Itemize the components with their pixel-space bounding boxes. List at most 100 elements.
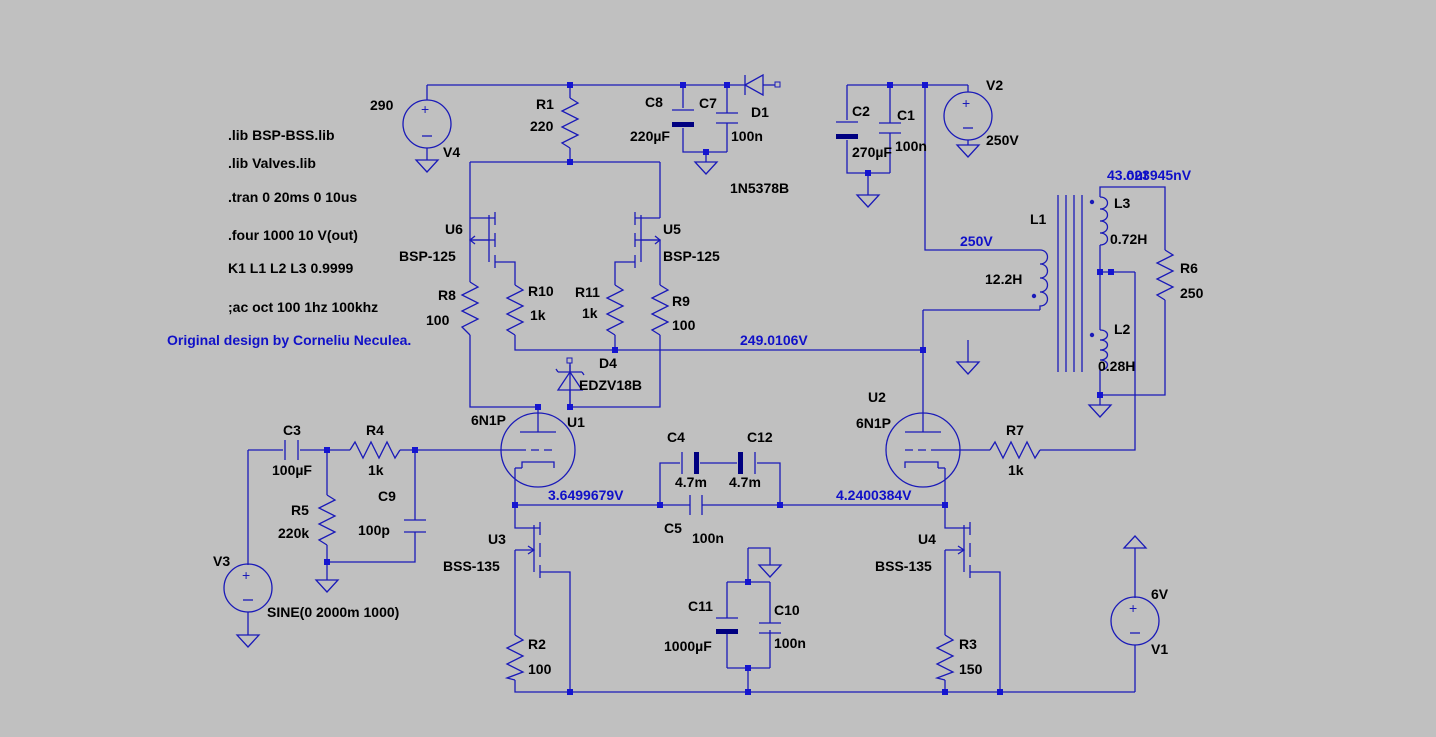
c3-value: 100µF <box>272 462 312 478</box>
v2-symbol: + <box>943 91 993 145</box>
v3-symbol: + <box>223 563 273 613</box>
u5-name: U5 <box>663 221 681 237</box>
u3-value: BSS-135 <box>443 558 500 574</box>
ground-icon <box>757 564 783 578</box>
v4-value: 290 <box>370 97 394 113</box>
node-voltage-u2-cathode: 4.2400384V <box>836 487 912 503</box>
u4-mosfet <box>945 522 971 578</box>
ground-icon <box>235 634 261 648</box>
u5-value: BSP-125 <box>663 248 720 264</box>
v1-symbol: + <box>1110 596 1160 646</box>
r1-name: R1 <box>536 96 554 112</box>
r4-value: 1k <box>368 462 384 478</box>
v2-value: 250V <box>986 132 1019 148</box>
r6-name: R6 <box>1180 260 1198 276</box>
r8-value: 100 <box>426 312 450 328</box>
d1-name: D1 <box>751 104 769 120</box>
directive-four: .four 1000 10 V(out) <box>228 227 358 243</box>
svg-text:+: + <box>421 101 429 117</box>
c1-value: 100n <box>895 138 927 154</box>
c11-value: 1000µF <box>664 638 712 654</box>
c4-name: C4 <box>667 429 685 445</box>
r6-value: 250 <box>1180 285 1204 301</box>
c5-name: C5 <box>664 520 682 536</box>
c7-symbol <box>716 112 738 124</box>
r2-value: 100 <box>528 661 552 677</box>
c5-value: 100n <box>692 530 724 546</box>
l1-name: L1 <box>1030 211 1047 227</box>
r7-name: R7 <box>1006 422 1024 438</box>
u2-name: U2 <box>868 389 886 405</box>
c1-symbol <box>879 122 901 134</box>
ground-icon <box>855 194 881 208</box>
c2-symbol <box>836 121 858 139</box>
d1-symbol <box>743 73 781 97</box>
r10-name: R10 <box>528 283 554 299</box>
d4-name: D4 <box>599 355 617 371</box>
c1-name: C1 <box>897 107 915 123</box>
d1-value: 1N5378B <box>730 180 789 196</box>
r3-body <box>934 634 955 681</box>
capacitors <box>284 109 901 634</box>
d4-symbol <box>555 357 585 407</box>
u3-name: U3 <box>488 531 506 547</box>
r6-body <box>1155 249 1175 301</box>
r3-name: R3 <box>959 636 977 652</box>
c10-symbol <box>759 622 781 634</box>
c12-value: 4.7m <box>729 474 761 490</box>
c2-name: C2 <box>852 103 870 119</box>
directive-tran: .tran 0 20ms 0 10us <box>228 189 357 205</box>
r10-value: 1k <box>530 307 546 323</box>
u6-mosfet <box>468 212 496 268</box>
u4-value: BSS-135 <box>875 558 932 574</box>
c10-name: C10 <box>774 602 800 618</box>
node-label-out: out <box>1126 167 1148 183</box>
r1-body <box>560 97 580 149</box>
l3-coil <box>1099 196 1109 246</box>
resistors <box>317 97 1175 681</box>
u5-mosfet <box>634 212 662 268</box>
c9-symbol <box>404 519 426 533</box>
c10-value: 100n <box>774 635 806 651</box>
node-voltage-u1-cathode: 3.6499679V <box>548 487 624 503</box>
r7-body <box>989 440 1041 460</box>
r10-body <box>505 284 525 336</box>
supply-arrow-icon <box>1122 535 1148 549</box>
c7-name: C7 <box>699 95 717 111</box>
c8-value: 220µF <box>630 128 670 144</box>
v2-name: V2 <box>986 77 1003 93</box>
grounds <box>235 144 1148 648</box>
r1-value: 220 <box>530 118 554 134</box>
d4-value: EDZV18B <box>579 377 642 393</box>
directive-coupling: K1 L1 L2 L3 0.9999 <box>228 260 354 276</box>
svg-text:+: + <box>1129 600 1137 616</box>
r9-value: 100 <box>672 317 696 333</box>
c9-name: C9 <box>378 488 396 504</box>
r8-name: R8 <box>438 287 456 303</box>
voltage-sources: + + + + <box>223 91 1160 646</box>
v1-value: 6V <box>1151 586 1169 602</box>
u3-mosfet <box>515 522 541 578</box>
ground-icon <box>314 579 340 593</box>
r5-body <box>317 494 337 546</box>
svg-text:+: + <box>242 567 250 583</box>
ground-icon <box>693 161 719 175</box>
c8-symbol <box>672 109 694 127</box>
r9-name: R9 <box>672 293 690 309</box>
c11-name: C11 <box>688 598 713 614</box>
diodes <box>555 73 781 407</box>
component-labels: 290 V4 R1 220 C8 220µF C7 100n D1 1N5378… <box>213 77 1204 677</box>
node-voltage-supply: 250V <box>960 233 993 249</box>
c7-value: 100n <box>731 128 763 144</box>
u2-value: 6N1P <box>856 415 891 431</box>
ground-icon <box>955 144 981 158</box>
c11-symbol <box>716 617 738 634</box>
mosfets <box>468 212 971 578</box>
directive-ac: ;ac oct 100 1hz 100khz <box>228 299 378 315</box>
ground-icon <box>414 159 440 173</box>
u1-triode <box>500 412 576 488</box>
r2-name: R2 <box>528 636 546 652</box>
l2-coil <box>1099 329 1109 371</box>
r3-value: 150 <box>959 661 983 677</box>
ground-icon <box>1087 404 1113 418</box>
